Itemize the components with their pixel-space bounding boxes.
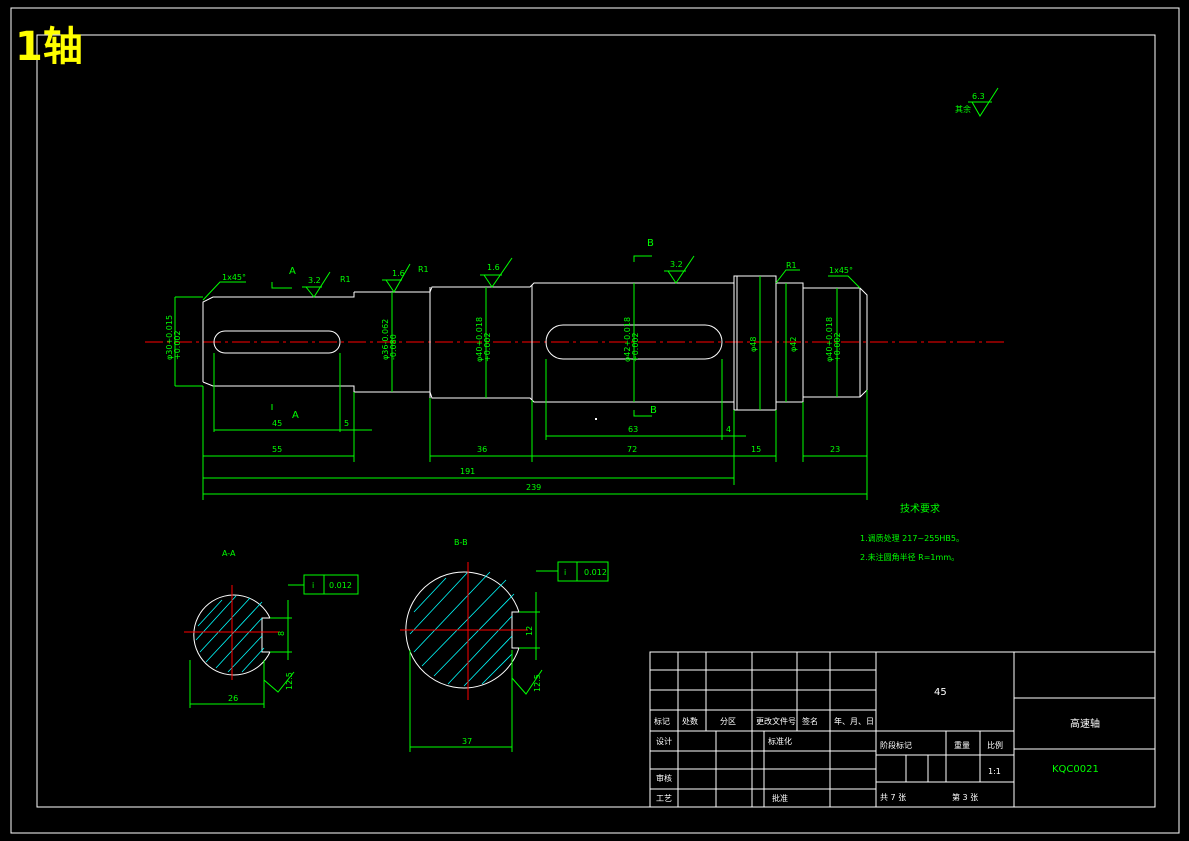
svg-text:B: B	[647, 238, 654, 249]
svg-text:φ42: φ42	[789, 337, 798, 352]
chamfer-labels: 1x45° 1x45°	[202, 266, 861, 301]
center-point-mark	[595, 418, 597, 420]
inner-frame	[36, 34, 1156, 808]
section-bb: B-B 37 12 i 0.012 12.5	[400, 538, 609, 752]
svg-text:191: 191	[460, 467, 475, 476]
svg-text:12: 12	[525, 626, 534, 636]
svg-text:设计: 设计	[656, 736, 672, 746]
svg-text:批准: 批准	[772, 793, 788, 803]
svg-text:5: 5	[344, 419, 349, 428]
svg-text:1.6: 1.6	[392, 269, 405, 278]
svg-text:1.6: 1.6	[487, 263, 500, 272]
svg-text:239: 239	[526, 483, 541, 492]
svg-text:36: 36	[477, 445, 487, 454]
svg-text:23: 23	[830, 445, 840, 454]
svg-text:B-B: B-B	[454, 538, 468, 547]
svg-text:共 7 张: 共 7 张	[880, 793, 906, 802]
svg-text:签名: 签名	[802, 716, 818, 726]
svg-text:第 3 张: 第 3 张	[952, 792, 978, 802]
svg-text:R1: R1	[340, 275, 351, 284]
svg-text:1x45°: 1x45°	[829, 266, 853, 275]
svg-text:φ40+0.018+0.002: φ40+0.018+0.002	[825, 317, 842, 362]
svg-text:分区: 分区	[720, 717, 736, 726]
diameter-dims	[174, 276, 838, 410]
svg-text:年、月、日: 年、月、日	[834, 716, 874, 726]
svg-text:处数: 处数	[682, 716, 698, 726]
svg-text:3.2: 3.2	[670, 260, 683, 269]
svg-text:4: 4	[726, 425, 731, 434]
shaft-roughness: 3.2 R1 1.6 R1 1.6 3.2 R1	[302, 255, 800, 298]
svg-text:R1: R1	[418, 265, 429, 274]
svg-text:1:1: 1:1	[988, 767, 1001, 776]
svg-text:26: 26	[228, 694, 238, 703]
section-aa: A-A 26 8 i 0.012 12.5	[184, 549, 359, 708]
svg-text:0.012: 0.012	[584, 568, 607, 577]
svg-text:12.5: 12.5	[285, 672, 294, 690]
svg-text:15: 15	[751, 445, 761, 454]
svg-text:37: 37	[462, 737, 472, 746]
diameter-labels: φ30+0.015+0.002 φ36-0.062-0.080 φ40+0.01…	[165, 315, 842, 362]
svg-text:标记: 标记	[654, 716, 670, 726]
svg-text:0.012: 0.012	[329, 581, 352, 590]
svg-text:1.调质处理 217~255HB5。: 1.调质处理 217~255HB5。	[860, 533, 964, 543]
shaft-outline	[202, 275, 868, 411]
svg-text:45: 45	[272, 419, 282, 428]
svg-text:工艺: 工艺	[656, 794, 672, 803]
svg-text:更改文件号: 更改文件号	[756, 716, 796, 726]
svg-text:8: 8	[277, 631, 286, 636]
svg-text:φ42+0.018+0.002: φ42+0.018+0.002	[623, 317, 640, 362]
global-roughness: 其余 6.3	[955, 87, 999, 117]
svg-text:i: i	[312, 581, 314, 590]
length-labels: 45 5 55 36 72 63 4 15 23 191 239	[272, 419, 840, 492]
svg-text:A: A	[292, 410, 299, 421]
svg-text:6.3: 6.3	[972, 92, 985, 101]
svg-text:B: B	[650, 405, 657, 416]
svg-text:KQC0021: KQC0021	[1052, 764, 1099, 775]
svg-text:i: i	[564, 568, 566, 577]
svg-text:φ36-0.062-0.080: φ36-0.062-0.080	[381, 319, 398, 360]
svg-text:标准化: 标准化	[768, 736, 792, 746]
svg-text:A-A: A-A	[222, 549, 236, 558]
svg-text:2.未注圆角半径 R=1mm。: 2.未注圆角半径 R=1mm。	[860, 552, 959, 562]
svg-text:55: 55	[272, 445, 282, 454]
svg-text:φ40+0.018+0.002: φ40+0.018+0.002	[475, 317, 492, 362]
svg-text:R1: R1	[786, 261, 797, 270]
tech-requirements: 技术要求 1.调质处理 217~255HB5。 2.未注圆角半径 R=1mm。	[860, 502, 964, 562]
section-marks: A A B B	[271, 238, 657, 421]
svg-text:比例: 比例	[987, 740, 1003, 750]
svg-text:重量: 重量	[954, 740, 970, 750]
svg-text:φ48: φ48	[749, 337, 758, 352]
outer-frame	[10, 7, 1180, 834]
svg-text:3.2: 3.2	[308, 276, 321, 285]
length-dims	[202, 353, 868, 500]
svg-text:A: A	[289, 266, 296, 277]
svg-text:1x45°: 1x45°	[222, 273, 246, 282]
svg-text:63: 63	[628, 425, 638, 434]
svg-text:72: 72	[627, 445, 637, 454]
svg-text:φ30+0.015+0.002: φ30+0.015+0.002	[165, 315, 182, 360]
svg-text:阶段标记: 阶段标记	[880, 740, 912, 750]
svg-text:12.5: 12.5	[533, 674, 542, 692]
svg-text:审核: 审核	[656, 773, 672, 783]
svg-text:45: 45	[934, 687, 947, 698]
svg-text:其余: 其余	[955, 104, 971, 114]
drawing-title: 1轴	[15, 24, 83, 70]
title-block: 45 高速轴 KQC0021 标记 处数 分区 更改文件号 签名 年、月、日 设…	[649, 651, 1156, 808]
svg-text:技术要求: 技术要求	[900, 502, 940, 515]
svg-text:高速轴: 高速轴	[1070, 717, 1100, 730]
